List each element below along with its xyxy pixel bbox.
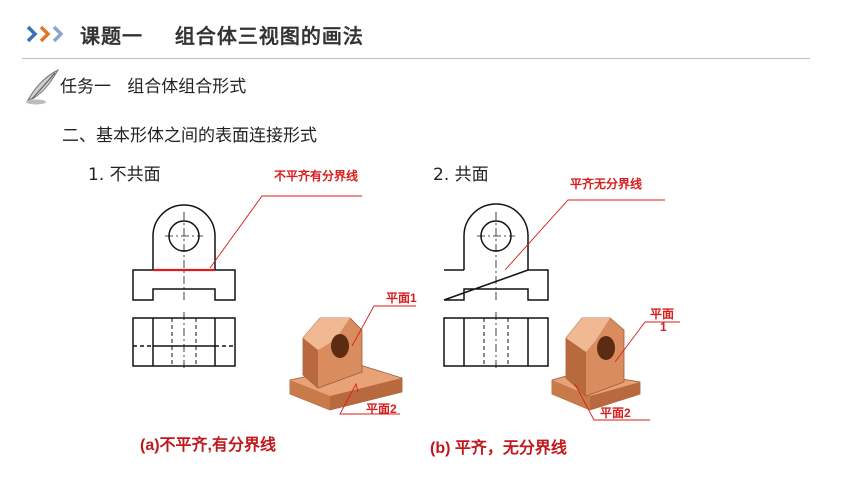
left-plane1-label: 平面1	[386, 291, 417, 305]
right-plane2-label: 平面2	[600, 406, 631, 420]
left-top-view	[132, 312, 236, 370]
right-plane1-label-line2: 1	[660, 320, 667, 334]
quill-icon	[22, 66, 62, 110]
left-caption: (a)不平齐,有分界线	[140, 437, 277, 454]
header-divider	[22, 58, 810, 59]
left-heading: 1. 不共面	[88, 165, 161, 185]
leader-lines	[209, 195, 680, 421]
task-title: 任务一 组合体组合形式	[60, 77, 247, 97]
left-callout-label: 不平齐有分界线	[274, 169, 359, 183]
right-front-view	[443, 203, 549, 301]
left-3d-model	[289, 317, 403, 411]
right-plane1-label-line1: 平面	[650, 307, 675, 321]
quill-graphic	[26, 68, 60, 105]
right-top-view	[443, 312, 549, 370]
chevron-arrows-icon	[24, 24, 68, 48]
right-3d-model	[551, 317, 641, 411]
right-callout-label: 平齐无分界线	[570, 177, 643, 191]
right-caption: (b) 平齐，无分界线	[430, 440, 567, 457]
chevron-arrows-graphic	[26, 25, 64, 43]
left-plane2-label: 平面2	[366, 402, 397, 416]
section-title: 二、基本形体之间的表面连接形式	[62, 126, 317, 146]
right-heading: 2. 共面	[433, 165, 489, 185]
left-front-view	[132, 204, 236, 301]
page-title: 课题一 组合体三视图的画法	[80, 24, 364, 48]
